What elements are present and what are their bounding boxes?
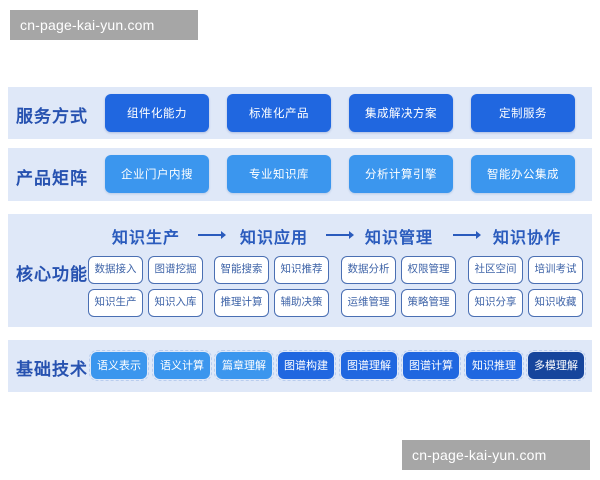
stage-title-management: 知识管理 <box>365 228 434 247</box>
core-chip[interactable]: 知识生产 <box>88 289 143 317</box>
watermark-bottom: cn-page-kai-yun.com <box>402 440 590 470</box>
row-label-core: 核心功能 <box>16 265 88 285</box>
core-chip[interactable]: 知识入库 <box>148 289 203 317</box>
stage-title-production: 知识生产 <box>112 228 181 247</box>
row-label-base: 基础技术 <box>16 360 88 380</box>
service-item-custom-service[interactable]: 定制服务 <box>471 94 575 132</box>
stage-title-application: 知识应用 <box>240 228 309 247</box>
row-label-service: 服务方式 <box>16 107 88 127</box>
tech-discourse-understanding[interactable]: 篇章理解 <box>214 350 274 381</box>
service-item-integration-solution[interactable]: 集成解决方案 <box>349 94 453 132</box>
row-service-mode: 服务方式 组件化能力 标准化产品 集成解决方案 定制服务 <box>8 87 592 139</box>
tech-semantic-representation[interactable]: 语义表示 <box>89 350 149 381</box>
row-label-product: 产品矩阵 <box>16 169 88 189</box>
tech-graph-understanding[interactable]: 图谱理解 <box>339 350 399 381</box>
product-item-knowledge-base[interactable]: 专业知识库 <box>227 155 331 193</box>
row-core-functions: 核心功能 知识生产 知识应用 知识管理 知识协作 数据接入 图谱挖掘 知识生产 … <box>8 214 592 327</box>
right-arrow-icon <box>198 231 226 239</box>
core-chip[interactable]: 推理计算 <box>214 289 269 317</box>
right-arrow-icon <box>326 231 354 239</box>
core-chip[interactable]: 权限管理 <box>401 256 456 284</box>
tech-graph-construction[interactable]: 图谱构建 <box>276 350 336 381</box>
product-item-office-integration[interactable]: 智能办公集成 <box>471 155 575 193</box>
watermark-top: cn-page-kai-yun.com <box>10 10 198 40</box>
row-base-technology: 基础技术 语义表示 语义计算 篇章理解 图谱构建 图谱理解 图谱计算 知识推理 … <box>8 340 592 392</box>
core-chip[interactable]: 知识推荐 <box>274 256 329 284</box>
core-chip[interactable]: 知识收藏 <box>528 289 583 317</box>
service-item-component[interactable]: 组件化能力 <box>105 94 209 132</box>
core-chip[interactable]: 运维管理 <box>341 289 396 317</box>
core-chip[interactable]: 智能搜索 <box>214 256 269 284</box>
stage-title-collaboration: 知识协作 <box>493 228 562 247</box>
tech-graph-computation[interactable]: 图谱计算 <box>401 350 461 381</box>
right-arrow-icon <box>453 231 481 239</box>
tech-semantic-computation[interactable]: 语义计算 <box>152 350 212 381</box>
core-chip[interactable]: 辅助决策 <box>274 289 329 317</box>
product-item-portal-search[interactable]: 企业门户内搜 <box>105 155 209 193</box>
core-chip[interactable]: 知识分享 <box>468 289 523 317</box>
core-chip[interactable]: 社区空间 <box>468 256 523 284</box>
tech-multimodal-understanding[interactable]: 多模理解 <box>526 350 586 381</box>
service-item-standard-product[interactable]: 标准化产品 <box>227 94 331 132</box>
core-chip[interactable]: 图谱挖掘 <box>148 256 203 284</box>
core-chip[interactable]: 数据接入 <box>88 256 143 284</box>
product-item-analytics-engine[interactable]: 分析计算引擎 <box>349 155 453 193</box>
core-chip[interactable]: 培训考试 <box>528 256 583 284</box>
core-chip[interactable]: 策略管理 <box>401 289 456 317</box>
core-chip[interactable]: 数据分析 <box>341 256 396 284</box>
row-product-matrix: 产品矩阵 企业门户内搜 专业知识库 分析计算引擎 智能办公集成 <box>8 148 592 201</box>
tech-knowledge-reasoning[interactable]: 知识推理 <box>464 350 524 381</box>
